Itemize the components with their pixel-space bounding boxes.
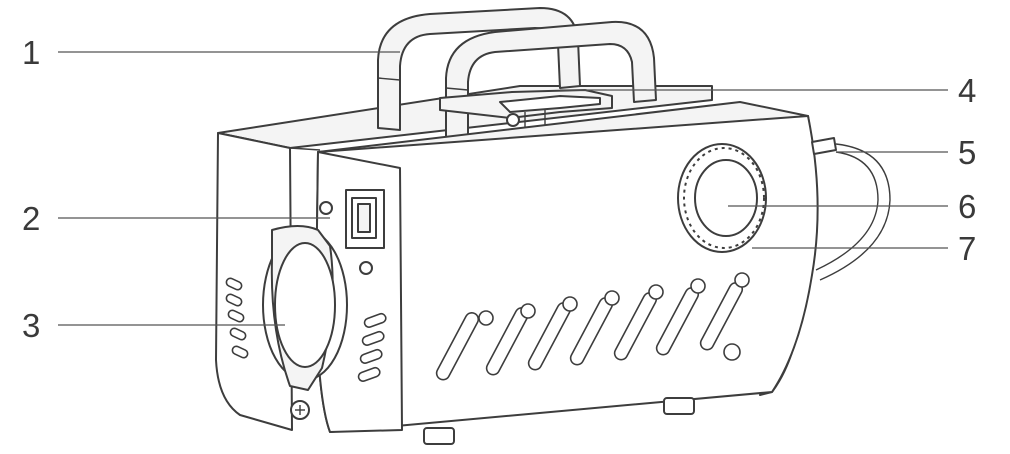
callout-3: 3 [22,307,41,344]
callout-7: 7 [958,230,977,267]
callout-6: 6 [958,188,977,225]
rear-vent-slots [225,277,249,359]
callout-2: 2 [22,200,41,237]
front-left-vent-slots [357,312,387,382]
screw-side [359,261,373,275]
cable [811,137,891,281]
callout-5: 5 [958,134,977,171]
front-vent-slots [435,272,750,381]
handle-clip [439,89,613,130]
screw-top [319,201,333,215]
leader-lines [58,51,948,326]
control-knob [677,143,767,253]
callout-4: 4 [958,72,977,109]
handle [377,7,657,141]
feet [423,397,695,445]
power-switch [345,189,385,249]
callout-1: 1 [22,34,41,71]
fan-outlet [262,201,373,420]
